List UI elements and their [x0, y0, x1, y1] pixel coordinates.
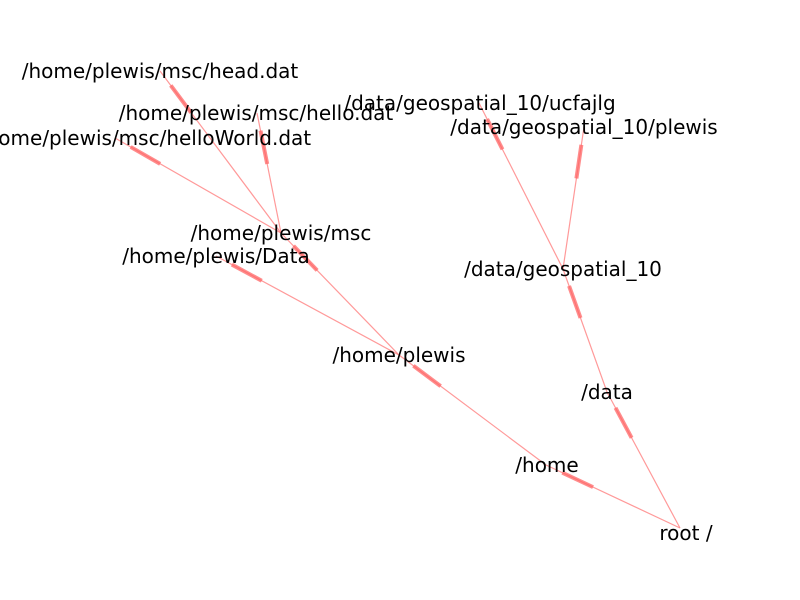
edge-arrow-msc-to-hello: [258, 130, 270, 165]
edge-arrow-root-to-data: [613, 406, 634, 439]
node-label-root: root /: [659, 521, 712, 545]
edge-arrow-msc-to-head: [169, 84, 193, 114]
edge-arrow-home-to-plewis: [412, 364, 442, 388]
edge-arrow-geo-to-ucfajlg: [485, 118, 505, 151]
node-label-head: /home/plewis/msc/head.dat: [22, 59, 299, 83]
node-label-geo: /data/geospatial_10: [464, 257, 662, 281]
edge-arrow-geo-to-geoplewis: [574, 144, 584, 179]
graph-edges: [114, 70, 681, 529]
node-label-ucfajlg: /data/geospatial_10/ucfajlg: [344, 91, 615, 115]
graph-node-labels: root / /home/data/home/plewis/data/geospa…: [0, 59, 718, 545]
edge-arrow-plewis-to-Data: [230, 262, 263, 283]
node-label-plewis: /home/plewis: [332, 343, 465, 367]
node-label-msc: /home/plewis/msc: [191, 221, 372, 245]
node-label-home: /home: [515, 453, 578, 477]
node-label-hello: /home/plewis/msc/hello.dat: [119, 101, 394, 125]
edge-arrow-root-to-home: [561, 470, 594, 489]
edge-arrow-msc-to-helloWorld: [129, 145, 162, 166]
edge-arrow-plewis-to-msc: [292, 244, 319, 272]
node-label-geoplewis: /data/geospatial_10/plewis: [450, 115, 717, 139]
node-label-helloworld: /home/plewis/msc/helloWorld.dat: [0, 126, 311, 150]
node-label-data: /data: [581, 380, 633, 404]
node-label-data: /home/plewis/Data: [122, 244, 310, 268]
edge-arrow-data-to-geo: [567, 285, 583, 319]
